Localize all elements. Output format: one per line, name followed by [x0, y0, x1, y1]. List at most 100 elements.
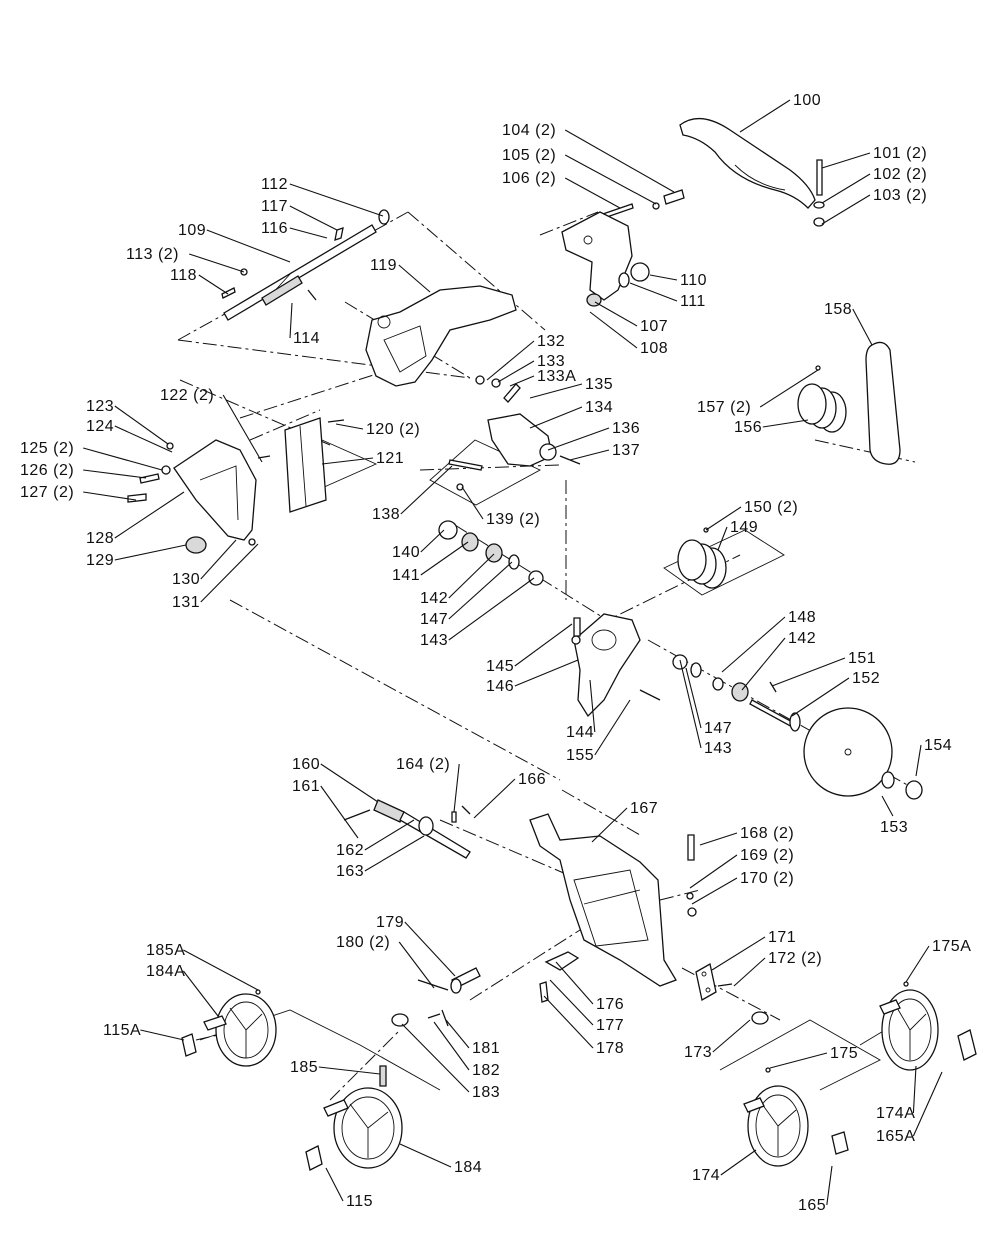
leader-line-152 [791, 677, 850, 717]
leader-line-166 [473, 778, 516, 819]
leader-line-125 [83, 447, 163, 471]
leader-line-124 [114, 425, 173, 453]
callout-label-174: 174 [692, 1167, 720, 1184]
callout-label-185: 185 [290, 1059, 318, 1076]
leader-line-129 [114, 544, 187, 561]
callout-label-134: 134 [585, 399, 613, 416]
leader-line-105 [564, 154, 657, 205]
callout-label-144: 144 [566, 724, 594, 741]
callout-label-154: 154 [924, 737, 952, 754]
leader-line-130 [200, 539, 237, 580]
callout-label-118: 118 [170, 267, 197, 284]
leader-line-182 [433, 1021, 470, 1071]
leader-line-103 [821, 194, 871, 225]
leader-line-165A [912, 1071, 943, 1137]
callout-label-133: 133 [537, 353, 565, 370]
callout-label-108: 108 [640, 340, 668, 357]
leader-line-121 [321, 457, 374, 465]
leader-line-141 [420, 541, 469, 576]
callout-label-167: 167 [630, 800, 658, 817]
callout-label-126: 126 (2) [20, 462, 74, 479]
leader-line-167 [591, 807, 628, 843]
leader-line-153 [881, 795, 894, 817]
leader-line-132 [486, 340, 535, 381]
leader-line-118 [198, 274, 229, 295]
part-column [284, 417, 327, 513]
callout-label-147a: 147 [420, 611, 448, 628]
leader-line-181 [445, 1019, 470, 1049]
callout-label-100: 100 [793, 92, 821, 109]
callout-label-169: 169 (2) [740, 847, 794, 864]
callout-label-184A: 184A [146, 963, 185, 980]
leader-line-185 [318, 1066, 381, 1075]
callout-label-107: 107 [640, 318, 668, 335]
leader-line-115 [325, 1167, 344, 1202]
leader-line-109 [206, 229, 291, 263]
callout-label-138: 138 [372, 506, 400, 523]
leader-line-120 [335, 423, 364, 430]
leader-line-143b [679, 659, 702, 749]
leader-line-184 [399, 1143, 452, 1168]
leader-line-139 [461, 486, 484, 520]
leader-line-133A [509, 375, 535, 387]
callout-label-147b: 147 [704, 720, 732, 737]
callout-label-124: 124 [86, 418, 114, 435]
leader-line-104 [564, 129, 675, 193]
callout-label-174A: 174A [876, 1105, 915, 1122]
callout-label-148: 148 [788, 609, 816, 626]
callout-label-179: 179 [376, 914, 404, 931]
callout-label-135: 135 [585, 376, 613, 393]
leader-line-168 [699, 832, 738, 846]
callout-label-165: 165 [798, 1197, 826, 1214]
parts [127, 118, 977, 1171]
callout-label-143a: 143 [420, 632, 448, 649]
leader-line-123 [114, 405, 169, 445]
leader-line-149 [717, 526, 728, 551]
leader-line-180 [398, 941, 435, 989]
leader-line-169 [689, 854, 738, 889]
leader-line-173 [712, 1019, 751, 1053]
callout-label-123: 123 [86, 398, 114, 415]
callout-label-150: 150 (2) [744, 499, 798, 516]
leader-line-157 [759, 369, 819, 408]
leader-line-165 [826, 1165, 833, 1206]
leader-line-175A [905, 945, 930, 983]
leader-line-113 [189, 253, 245, 273]
callout-label-142b: 142 [788, 630, 816, 647]
part-lead-screw [399, 811, 471, 859]
leader-line-179 [404, 921, 456, 977]
leader-line-142a [448, 553, 495, 599]
callout-label-114: 114 [293, 330, 320, 347]
leader-line-172 [733, 957, 766, 987]
callout-label-109: 109 [178, 222, 206, 239]
callout-label-157: 157 (2) [697, 399, 751, 416]
callout-label-171: 171 [768, 929, 796, 946]
callout-label-112: 112 [261, 176, 288, 193]
leader-line-101 [821, 152, 871, 169]
handwheel-left-top [181, 989, 277, 1067]
callout-label-146: 146 [486, 678, 514, 695]
part-trunnion-bracket [173, 439, 257, 541]
leader-line-111 [629, 282, 678, 302]
callout-label-122: 122 (2) [160, 387, 214, 404]
callout-label-143b: 143 [704, 740, 732, 757]
leader-line-112 [289, 183, 384, 217]
leader-line-107 [594, 301, 638, 327]
leader-line-145 [514, 623, 573, 667]
leader-line-102 [821, 173, 871, 204]
leader-line-160 [320, 763, 379, 803]
callout-label-162: 162 [336, 842, 364, 859]
leader-line-116 [289, 227, 328, 239]
callout-label-172: 172 (2) [768, 950, 822, 967]
part-arbor-arm [365, 285, 517, 387]
leader-line-162 [364, 819, 415, 851]
leader-line-110 [649, 274, 678, 281]
leader-line-177 [549, 979, 594, 1026]
callout-label-111: 111 [680, 293, 706, 310]
leader-line-170 [691, 877, 738, 905]
callout-label-103: 103 (2) [873, 187, 927, 204]
callout-label-140: 140 [392, 544, 420, 561]
callout-label-116: 116 [261, 220, 288, 237]
